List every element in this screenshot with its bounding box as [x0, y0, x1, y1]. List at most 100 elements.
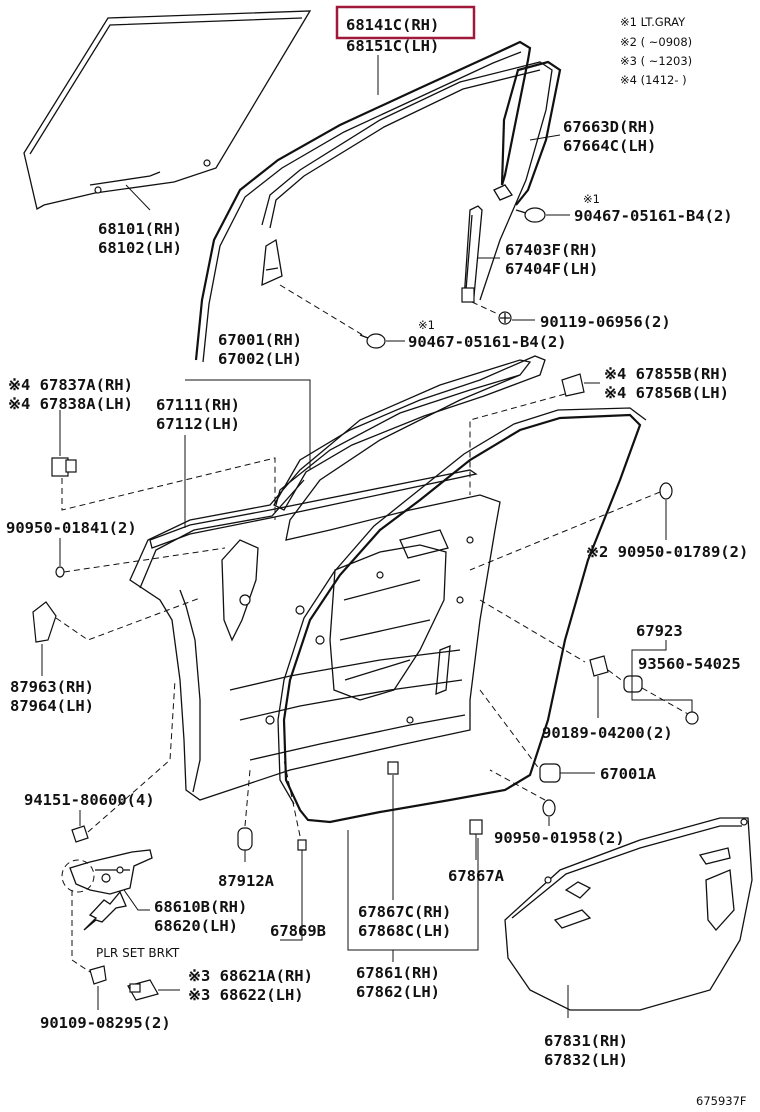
- dash-90950-01958: [489, 769, 546, 801]
- selected-part-highlight: [335, 5, 476, 40]
- label-67663d: 67663D(RH): [563, 118, 656, 136]
- label-67869b: 67869B: [270, 922, 326, 940]
- label-67831: 67831(RH): [544, 1032, 628, 1050]
- label-90467a: 90467-05161-B4(2): [574, 207, 733, 225]
- door-check-68610b: [69, 849, 153, 895]
- label-90950-01789: ※2 90950-01789(2): [586, 543, 748, 561]
- plug-90950-01789: [659, 482, 673, 500]
- leader-67001: [185, 379, 311, 470]
- clip-90467-upper: [515, 207, 546, 223]
- leader-67869b: [280, 850, 303, 941]
- label-68101: 68101(RH): [98, 220, 182, 238]
- label-plr-set-brkt: PLR SET BRKT: [96, 946, 180, 960]
- label-90950-01841: 90950-01841(2): [6, 519, 137, 537]
- highlight-circle-plr: [61, 859, 95, 893]
- label-67856b: ※4 67856B(LH): [604, 384, 729, 402]
- dash-90950-01841: [63, 547, 226, 573]
- dash-90467-lower: [279, 284, 367, 338]
- corner-piece: [261, 238, 283, 287]
- label-star1a: ※1: [583, 192, 600, 206]
- leader-67663d: [529, 134, 561, 141]
- label-67111: 67111(RH): [156, 396, 240, 414]
- division-bar: [461, 205, 483, 303]
- label-68610b: 68610B(RH): [154, 898, 247, 916]
- frame-molding: [493, 60, 562, 206]
- bracket-90189: [589, 655, 609, 677]
- cover-87963: [32, 601, 57, 643]
- label-67001a: 67001A: [600, 765, 657, 783]
- label-90119: 90119-06956(2): [540, 313, 671, 331]
- label-67001: 67001(RH): [218, 331, 302, 349]
- label-87963: 87963(RH): [10, 678, 94, 696]
- label-67403f: 67403F(RH): [505, 241, 598, 259]
- dash-94151: [87, 679, 176, 833]
- note-1: ※1 LT.GRAY: [620, 15, 686, 29]
- label-67868c: 67868C(LH): [358, 922, 451, 940]
- label-67855b: ※4 67855B(RH): [604, 365, 729, 383]
- label-90950-01958: 90950-01958(2): [494, 829, 625, 847]
- label-68622: ※3 68622(LH): [188, 986, 304, 1004]
- clip-67867a: [469, 819, 483, 835]
- dash-67869b: [283, 759, 301, 837]
- dash-90109: [71, 890, 91, 973]
- label-67838a: ※4 67838A(LH): [8, 395, 133, 413]
- dash-67923b: [607, 669, 625, 683]
- dash-67923c: [641, 687, 689, 715]
- dash-67001a: [479, 689, 541, 771]
- leader-67861: [347, 830, 479, 951]
- label-87912a: 87912A: [218, 872, 275, 890]
- door-panel: [129, 359, 532, 801]
- screw-90119: [498, 311, 512, 325]
- label-star1b: ※1: [418, 318, 435, 332]
- label-67837a: ※4 67837A(RH): [8, 376, 133, 394]
- dash-90950-01789: [469, 491, 661, 571]
- note-3: ※3 ( ~1203): [620, 54, 692, 68]
- label-68102: 68102(LH): [98, 239, 182, 257]
- clip-67869b: [297, 839, 307, 851]
- dash-67923: [479, 599, 586, 663]
- door-glass: [23, 10, 312, 210]
- label-67867a: 67867A: [448, 867, 505, 885]
- dash-67855b: [469, 393, 566, 495]
- bumper-67001a: [539, 763, 561, 783]
- label-87964: 87964(LH): [10, 697, 94, 715]
- leader-68610b: [123, 889, 150, 911]
- arrow-plr-set-brkt: [83, 890, 127, 931]
- leader-68101: [125, 184, 151, 211]
- label-94151: 94151-80600(4): [24, 791, 155, 809]
- plug-90950-01958: [542, 799, 556, 817]
- label-68621a: ※3 68621A(RH): [188, 967, 313, 985]
- clip-67867c: [387, 761, 399, 775]
- label-67862: 67862(LH): [356, 983, 440, 1001]
- note-4: ※4 (1412- ): [620, 73, 687, 87]
- label-67404f: 67404F(LH): [505, 260, 598, 278]
- bolt-94151: [71, 825, 89, 843]
- clip-90467-lower: [359, 333, 386, 349]
- dash-67837a: [61, 457, 276, 520]
- label-67923: 67923: [636, 622, 683, 640]
- clip-67837a: [51, 457, 77, 477]
- cover-68621a: [127, 979, 159, 1001]
- glass-run: [194, 40, 553, 363]
- diagram-code: 675937F: [696, 1094, 747, 1108]
- clip-67855b: [561, 373, 585, 397]
- label-90467b: 90467-05161-B4(2): [408, 333, 567, 351]
- label-93560: 93560-54025: [638, 655, 741, 673]
- bolt-90109: [89, 965, 107, 985]
- label-67832: 67832(LH): [544, 1051, 628, 1069]
- label-90109: 90109-08295(2): [40, 1014, 171, 1032]
- label-67002: 67002(LH): [218, 350, 302, 368]
- note-2: ※2 ( ~0908): [620, 35, 692, 49]
- label-67112: 67112(LH): [156, 415, 240, 433]
- door-trim-panel: [504, 817, 753, 1011]
- belt-weatherstrip: [149, 469, 478, 549]
- door-weatherstrip: [277, 407, 647, 824]
- dash-87963: [55, 597, 201, 641]
- cover-87912a: [237, 827, 253, 851]
- inner-belt: [273, 355, 546, 511]
- leader-67923: [631, 640, 693, 712]
- stopper-93560: [623, 675, 643, 693]
- label-90189: 90189-04200(2): [542, 724, 673, 742]
- label-67861: 67861(RH): [356, 964, 440, 982]
